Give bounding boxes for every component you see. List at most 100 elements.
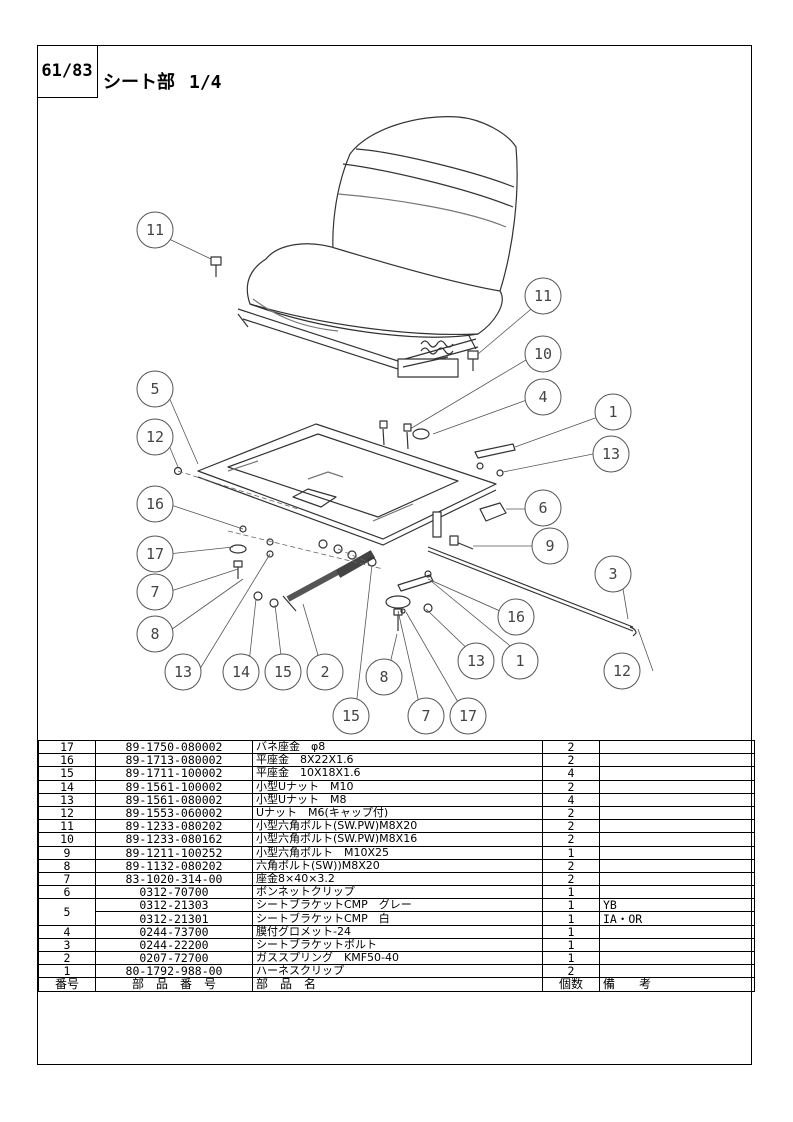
cell-qty: 2 — [542, 779, 600, 794]
table-row: 6 0312-70700 ボンネットクリップ 1 — [38, 885, 755, 900]
cell-part-name: シートブラケットCMP グレー — [252, 898, 543, 913]
callout-label: 11 — [146, 221, 164, 239]
cell-no: 8 — [38, 858, 96, 873]
cell-qty: 1 — [542, 911, 600, 926]
cell-remarks — [599, 885, 755, 900]
cell-remarks — [599, 950, 755, 966]
section-number: 1/4 — [189, 72, 222, 93]
cell-qty: 1 — [542, 885, 600, 900]
cell-no: 5 — [38, 898, 96, 926]
cell-qty: 2 — [542, 871, 600, 887]
callout-label: 10 — [534, 345, 552, 363]
cell-remarks — [599, 858, 755, 873]
header-no: 番号 — [38, 977, 96, 992]
cell-remarks — [599, 805, 755, 821]
cell-part-name: 膜付グロメット-24 — [252, 924, 543, 939]
cell-part-number: 80-1792-988-00 — [95, 964, 253, 979]
cell-part-name: Uナット M6(キャップ付) — [252, 805, 543, 821]
cell-part-number: 89-1211-100252 — [95, 845, 253, 860]
callout-label: 12 — [146, 428, 164, 446]
callout-label: 13 — [602, 445, 620, 463]
table-row: 2 0207-72700 ガススプリング KMF50-40 1 — [38, 950, 755, 966]
callout-label: 16 — [507, 608, 525, 626]
cell-no: 2 — [38, 950, 96, 966]
cell-no: 6 — [38, 885, 96, 900]
page-frame — [37, 45, 752, 1065]
cell-remarks — [599, 739, 755, 755]
callout-label: 1 — [608, 403, 617, 421]
cell-qty: 1 — [542, 950, 600, 966]
cell-qty: 2 — [542, 753, 600, 768]
cell-remarks — [599, 845, 755, 860]
cell-no: 10 — [38, 832, 96, 847]
header-qty: 個数 — [542, 977, 600, 992]
cell-qty: 4 — [542, 766, 600, 781]
callout-label: 12 — [613, 662, 631, 680]
callout-label: 2 — [320, 663, 329, 681]
cell-no: 11 — [38, 819, 96, 834]
cell-remarks — [599, 753, 755, 768]
table-row: 1 80-1792-988-00 ハーネスクリップ 2 — [38, 964, 755, 979]
callout-label: 5 — [150, 380, 159, 398]
table-row: 9 89-1211-100252 小型六角ボルト M10X25 1 — [38, 845, 755, 860]
cell-part-number: 0207-72700 — [95, 950, 253, 966]
table-row: 15 89-1711-100002 平座金 10X18X1.6 4 — [38, 766, 755, 781]
callout-label: 11 — [534, 287, 552, 305]
cell-part-name: シートブラケットCMP 白 — [252, 911, 543, 926]
cell-no: 14 — [38, 779, 96, 794]
cell-remarks — [599, 832, 755, 847]
table-row: 17 89-1750-080002 バネ座金 φ8 2 — [38, 739, 755, 755]
cell-part-name: ガススプリング KMF50-40 — [252, 950, 543, 966]
cell-qty: 4 — [542, 792, 600, 807]
callout-label: 6 — [538, 499, 547, 517]
cell-part-number: 0312-70700 — [95, 885, 253, 900]
cell-part-name: 小型六角ボルト(SW.PW)M8X16 — [252, 832, 543, 847]
cell-no: 3 — [38, 937, 96, 953]
cell-qty: 1 — [542, 924, 600, 939]
callout-label: 8 — [150, 625, 159, 643]
callout-label: 4 — [538, 388, 547, 406]
cell-part-name: ボンネットクリップ — [252, 885, 543, 900]
seat-drawing — [173, 116, 637, 637]
callout-label: 15 — [342, 707, 360, 725]
cell-no: 1 — [38, 964, 96, 979]
callout-label: 7 — [150, 583, 159, 601]
cell-part-name: 座金8×40×3.2 — [252, 871, 543, 887]
callout-label: 13 — [174, 663, 192, 681]
callout-label: 7 — [421, 707, 430, 725]
cell-part-number: 89-1711-100002 — [95, 766, 253, 781]
callout-labels: 11 11 10 4 1 13 5 12 16 6 17 9 3 7 8 16 … — [146, 221, 631, 725]
cell-part-number: 89-1561-080002 — [95, 792, 253, 807]
table-row: 12 89-1553-060002 Uナット M6(キャップ付) 2 — [38, 805, 755, 821]
cell-qty: 1 — [542, 937, 600, 953]
parts-table: 17 89-1750-080002 バネ座金 φ8 2 16 89-1713-0… — [38, 739, 755, 992]
callout-label: 8 — [379, 668, 388, 686]
cell-remarks — [599, 792, 755, 807]
cell-remarks: YB — [599, 898, 755, 913]
cell-qty: 2 — [542, 739, 600, 755]
header-remarks: 備 考 — [599, 977, 755, 992]
cell-part-number: 0312-21301 — [95, 911, 253, 926]
cell-part-number: 89-1750-080002 — [95, 739, 253, 755]
cell-part-name: 小型Uナット M10 — [252, 779, 543, 794]
table-row: 10 89-1233-080162 小型六角ボルト(SW.PW)M8X16 2 — [38, 832, 755, 847]
cell-no: 17 — [38, 739, 96, 755]
callout-label: 13 — [467, 652, 485, 670]
cell-no: 16 — [38, 753, 96, 768]
cell-part-number: 89-1713-080002 — [95, 753, 253, 768]
table-row: 4 0244-73700 膜付グロメット-24 1 — [38, 924, 755, 939]
callout-label: 17 — [146, 545, 164, 563]
cell-remarks — [599, 937, 755, 953]
cell-no: 12 — [38, 805, 96, 821]
callout-label: 17 — [459, 707, 477, 725]
callout-label: 3 — [608, 565, 617, 583]
cell-remarks — [599, 819, 755, 834]
cell-qty: 2 — [542, 805, 600, 821]
table-header-row: 番号 部 品 番 号 部 品 名 個数 備 考 — [38, 977, 755, 992]
cell-part-name: シートブラケットボルト — [252, 937, 543, 953]
callout-label: 16 — [146, 495, 164, 513]
cell-no: 7 — [38, 871, 96, 887]
table-row: 11 89-1233-080202 小型六角ボルト(SW.PW)M8X20 2 — [38, 819, 755, 834]
cell-part-name: 小型Uナット M8 — [252, 792, 543, 807]
cell-remarks — [599, 766, 755, 781]
